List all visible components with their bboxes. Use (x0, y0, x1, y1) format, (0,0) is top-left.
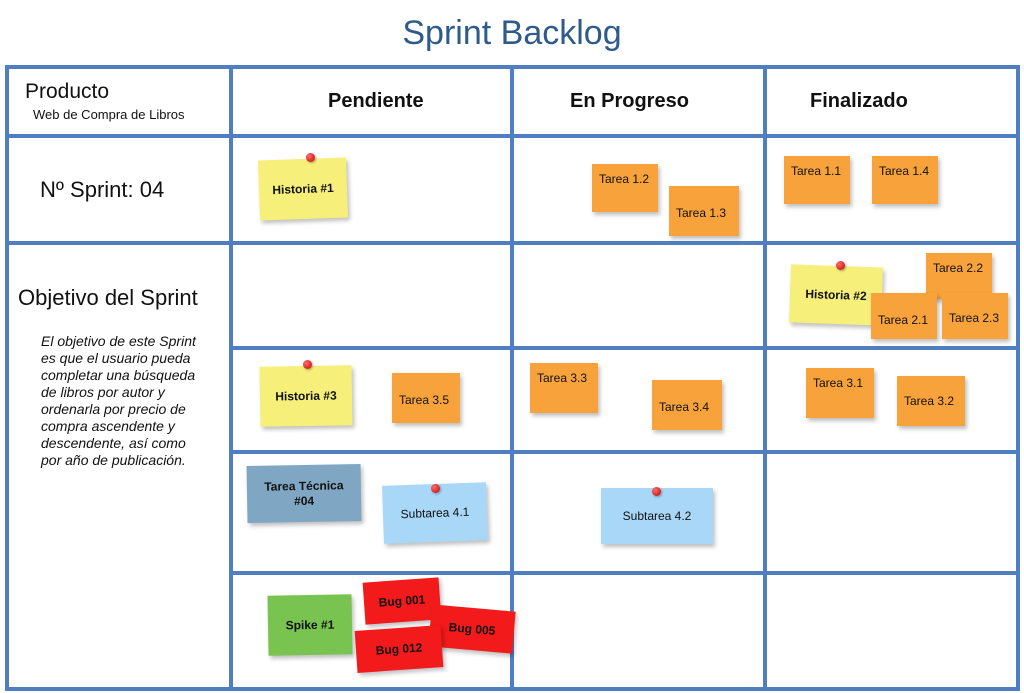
bug-note[interactable]: Bug 001 (362, 577, 442, 625)
story-note[interactable]: Historia #3 (259, 365, 353, 427)
task-note[interactable]: Tarea 3.4 (652, 380, 722, 430)
objective-title: Objetivo del Sprint (18, 285, 198, 310)
column-header-in-progress: En Progreso (570, 90, 689, 112)
pin-icon (306, 153, 315, 162)
pin-icon (431, 484, 440, 493)
subtask-note[interactable]: Subtarea 4.2 (601, 488, 713, 544)
task-note[interactable]: Tarea 3.1 (806, 368, 874, 418)
sprint-number: Nº Sprint: 04 (40, 177, 165, 202)
column-header-pending: Pendiente (328, 90, 424, 112)
task-note[interactable]: Tarea 1.2 (592, 164, 658, 212)
pin-icon (303, 360, 312, 369)
objective-text: El objetivo de este Sprint es que el usu… (41, 333, 196, 468)
story-note[interactable]: Historia #1 (257, 157, 349, 221)
bug-note[interactable]: Bug 012 (354, 625, 444, 673)
pin-icon (836, 261, 845, 270)
tech-task-note[interactable]: Tarea Técnica #04 (246, 464, 362, 523)
task-note[interactable]: Tarea 1.3 (669, 186, 739, 236)
task-note[interactable]: Tarea 2.3 (942, 293, 1008, 339)
product-label: Producto (25, 80, 110, 103)
story-note[interactable]: Historia #2 (789, 264, 883, 326)
column-header-done: Finalizado (810, 90, 908, 112)
spike-note[interactable]: Spike #1 (267, 594, 353, 656)
task-note[interactable]: Tarea 3.3 (530, 363, 598, 413)
task-note[interactable]: Tarea 2.1 (871, 293, 937, 339)
task-note[interactable]: Tarea 1.4 (872, 156, 938, 204)
task-note[interactable]: Tarea 3.5 (392, 373, 460, 423)
product-name: Web de Compra de Libros (33, 107, 185, 122)
page-title: Sprint Backlog (402, 14, 622, 52)
task-note[interactable]: Tarea 3.2 (897, 376, 965, 426)
task-note[interactable]: Tarea 1.1 (784, 156, 850, 204)
pin-icon (652, 487, 661, 496)
task-note[interactable]: Tarea 2.2 (926, 253, 992, 299)
